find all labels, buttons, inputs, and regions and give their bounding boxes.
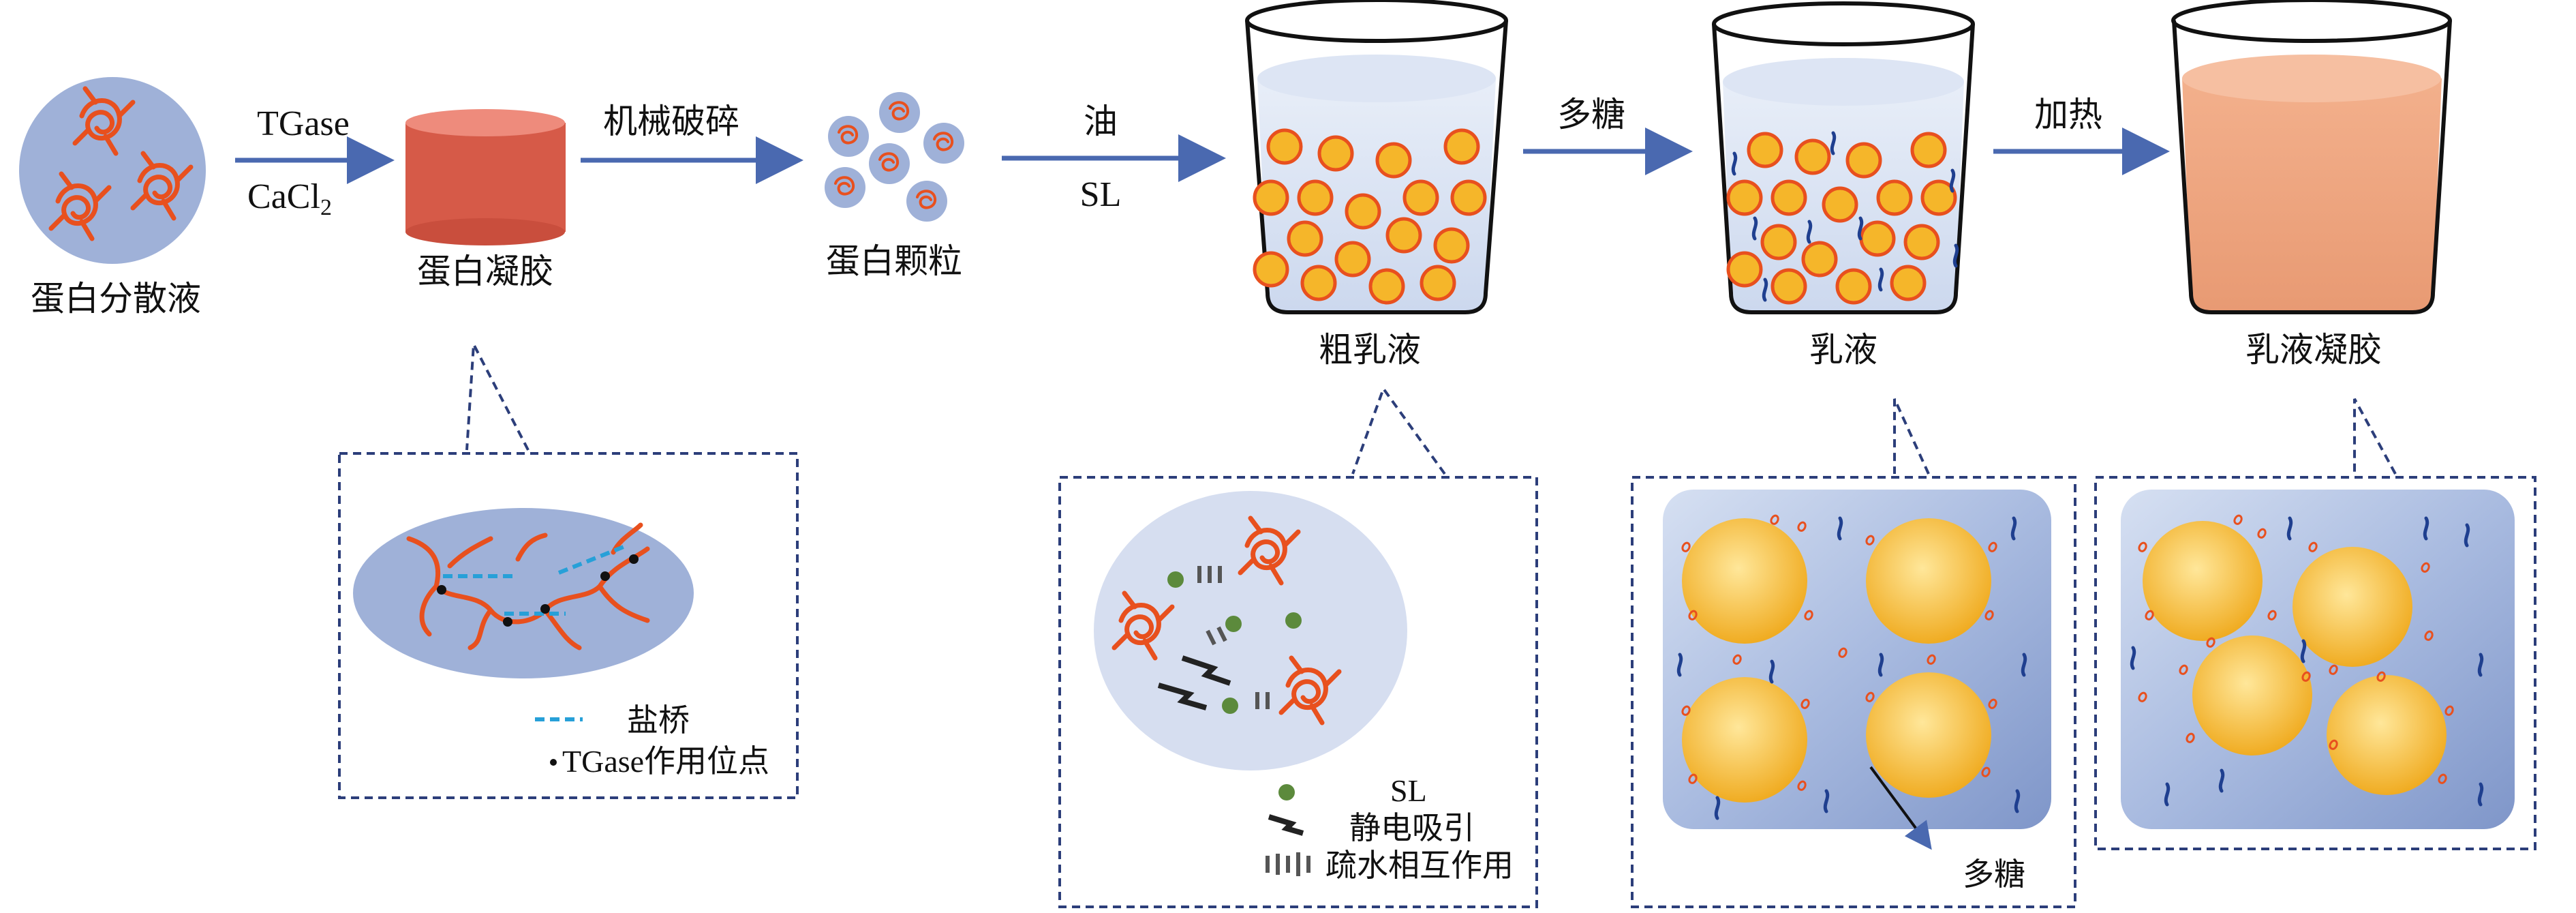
arrow-label-mechanical: 机械破碎 bbox=[603, 102, 739, 141]
arrow-label-oil: 油 bbox=[1084, 102, 1118, 141]
emulsion-gel-detail-callout bbox=[2094, 398, 2536, 850]
arrow-label-polysaccharide: 多糖 bbox=[1557, 95, 1625, 134]
stage-label-particles: 蛋白颗粒 bbox=[826, 241, 962, 281]
emulsion-gel-beaker bbox=[2171, 0, 2452, 314]
stage-label-emulsion-gel: 乳液凝胶 bbox=[2245, 330, 2382, 370]
legend-tgase-site: TGase作用位点 bbox=[562, 744, 769, 779]
arrow-label-heating: 加热 bbox=[2034, 95, 2102, 134]
emulsion-detail-callout bbox=[1631, 398, 2076, 908]
coarse-emulsion-beaker bbox=[1245, 0, 1508, 314]
gel-detail-callout bbox=[338, 339, 799, 799]
protein-gel-illustration bbox=[405, 109, 566, 245]
stage-label-dispersion: 蛋白分散液 bbox=[31, 279, 201, 318]
legend-polysaccharide: 多糖 bbox=[1963, 856, 2025, 893]
protein-particles-illustration bbox=[825, 92, 964, 222]
legend-hydrophobic: 疏水相互作用 bbox=[1325, 847, 1514, 884]
legend-sl: SL bbox=[1390, 773, 1427, 808]
stage-label-gel: 蛋白凝胶 bbox=[417, 252, 553, 291]
arrow-label-tgase: TGase bbox=[257, 104, 350, 143]
protein-dispersion-illustration bbox=[19, 77, 206, 264]
arrow-label-sl: SL bbox=[1080, 175, 1122, 214]
arrow-label-cacl2: CaCl2 bbox=[247, 177, 332, 220]
stage-label-coarse-emulsion: 粗乳液 bbox=[1319, 330, 1421, 370]
legend-electrostatic: 静电吸引 bbox=[1349, 809, 1475, 846]
coarse-emulsion-detail-callout bbox=[1058, 385, 1538, 908]
stage-label-emulsion: 乳液 bbox=[1809, 330, 1877, 370]
emulsion-beaker bbox=[1712, 1, 1975, 314]
legend-salt-bridge: 盐桥 bbox=[627, 702, 690, 738]
